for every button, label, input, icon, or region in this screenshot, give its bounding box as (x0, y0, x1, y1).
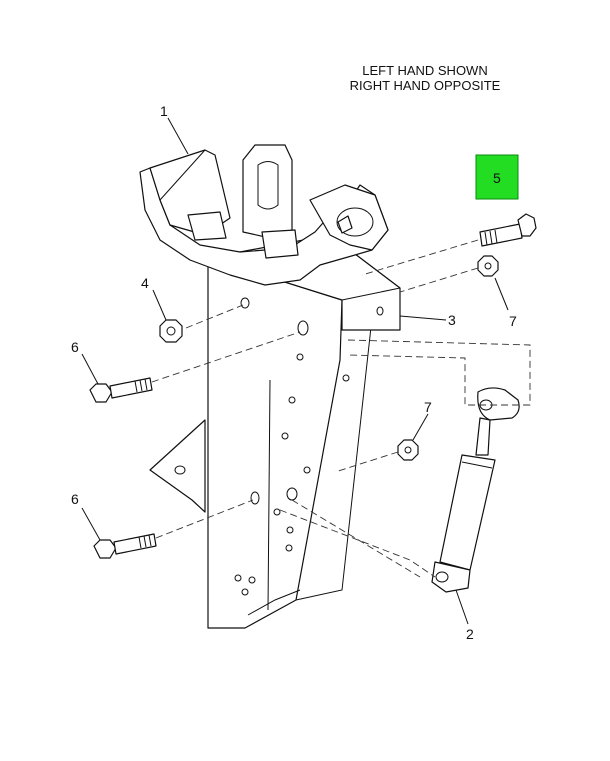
callout-6-upper: 6 (71, 339, 79, 355)
bolt-part-6-upper (89, 377, 153, 403)
bolt-part-6-lower (93, 533, 157, 559)
nut-part-4 (159, 319, 183, 343)
callout-1: 1 (160, 103, 168, 119)
cradle-part-1 (139, 144, 389, 286)
shock-absorber-part-2 (431, 387, 520, 593)
note-right-hand-opposite: RIGHT HAND OPPOSITE (349, 78, 501, 93)
nut-part-7-upper (477, 255, 499, 277)
assembly-lines (151, 239, 531, 578)
callout-7-upper: 7 (509, 313, 517, 329)
nut-part-7-lower (397, 439, 419, 461)
highlight-box[interactable] (475, 154, 519, 200)
callout-3: 3 (448, 312, 456, 328)
callout-5[interactable]: 5 (493, 170, 501, 186)
bracket-plate (149, 257, 373, 629)
callout-6-lower: 6 (71, 491, 79, 507)
bolt-part-5 (479, 213, 537, 247)
leader-lines (81, 117, 509, 625)
callout-7-lower: 7 (424, 399, 432, 415)
note-left-hand-shown: LEFT HAND SHOWN (362, 63, 488, 78)
callout-4: 4 (141, 275, 149, 291)
callout-2: 2 (466, 626, 474, 642)
